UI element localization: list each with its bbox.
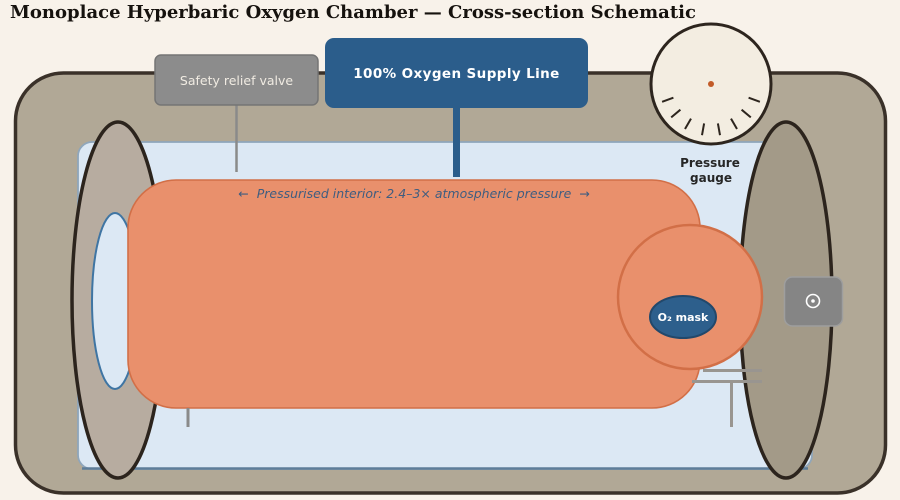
- o2-mask-label: O₂ mask: [658, 311, 709, 324]
- page-title: Monoplace Hyperbaric Oxygen Chamber — Cr…: [10, 2, 696, 23]
- pressure-gauge-label-line1: Pressure: [680, 156, 740, 170]
- oxygen-supply-label: 100% Oxygen Supply Line: [353, 66, 560, 82]
- port-knob-icon: [805, 293, 821, 309]
- safety-valve-label-box: [154, 54, 319, 106]
- pressure-gauge-label: Pressure gauge: [680, 156, 740, 185]
- gauge-center-dot: [708, 81, 714, 87]
- pressure-gauge-label-line2: gauge: [690, 171, 732, 185]
- o2-mask: [649, 295, 717, 339]
- gauge-ticks: [661, 96, 761, 136]
- interior-pressure-label: ← Pressurised interior: 2.4–3× atmospher…: [238, 186, 589, 201]
- patient-body: [127, 179, 701, 409]
- safety-valve-label: Safety relief valve: [180, 73, 293, 88]
- oxygen-supply-box: [325, 38, 588, 108]
- mask-tubing: [692, 369, 762, 427]
